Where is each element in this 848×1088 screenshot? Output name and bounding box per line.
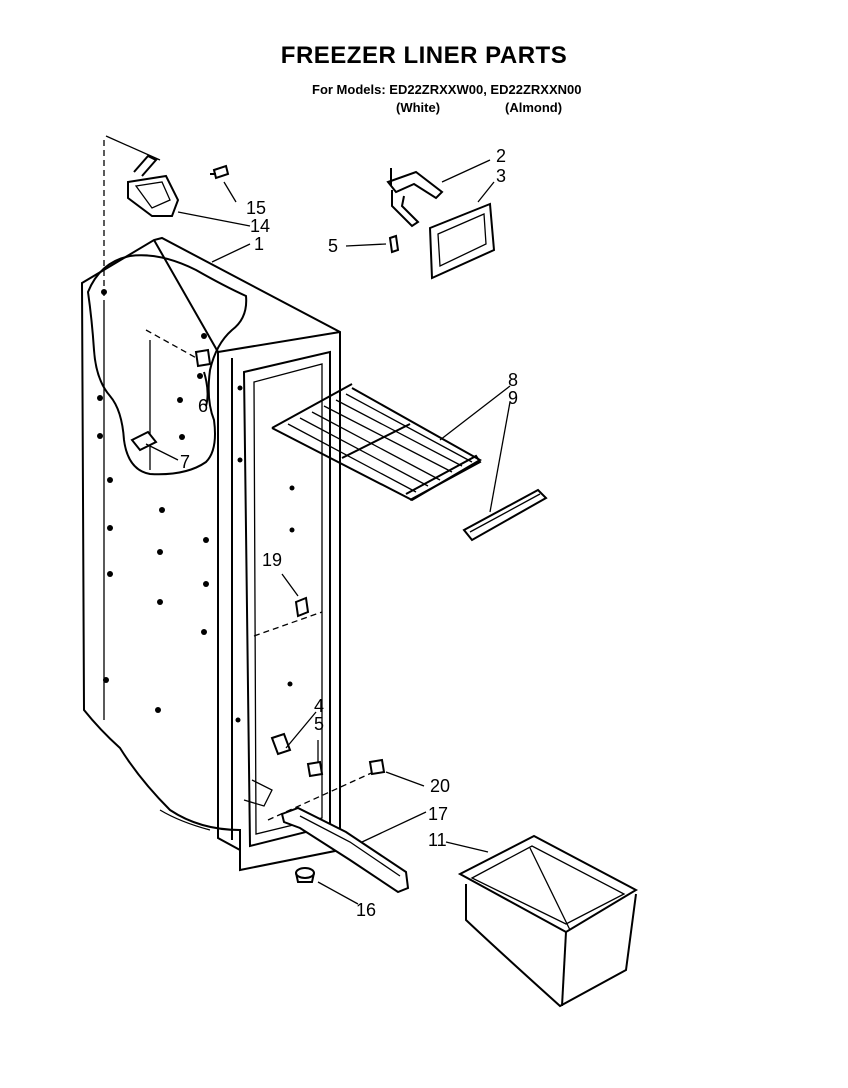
screw-part-15 (210, 164, 230, 180)
callout-4: 4 (314, 696, 324, 716)
screw-part-5-top (388, 234, 400, 254)
callout-19: 19 (262, 550, 282, 570)
callout-8: 8 (508, 370, 518, 390)
variant-almond: (Almond) (505, 100, 563, 115)
callout-numbers: 1 2 3 4 5 5 6 7 8 9 11 14 15 16 17 19 20 (180, 146, 518, 920)
callout-14: 14 (250, 216, 270, 236)
callout-7: 7 (180, 452, 190, 472)
shelf-trim-part-9 (462, 488, 548, 542)
callout-6: 6 (198, 396, 208, 416)
shelf-bracket-part-2 (386, 168, 444, 228)
rail-part-17 (280, 806, 410, 894)
screw-part-5-lower (306, 760, 324, 778)
callout-leaders (145, 159, 511, 905)
variant-white: (White) (396, 100, 441, 115)
callout-16: 16 (356, 900, 376, 920)
models-line: For Models: ED22ZRXXW00, ED22ZRXXN00 (312, 82, 582, 97)
wire-shelf-part-8 (271, 383, 483, 502)
clip-part-6 (194, 348, 212, 407)
sensor-part-19 (294, 596, 310, 618)
clip-part-7 (130, 430, 158, 452)
callout-15: 15 (246, 198, 266, 218)
freezer-bin-part-11 (457, 834, 639, 1008)
callout-5-lower: 5 (314, 714, 324, 734)
callout-1: 1 (254, 234, 264, 254)
screw-part-20 (368, 758, 386, 776)
callout-3: 3 (496, 166, 506, 186)
callout-20: 20 (430, 776, 450, 796)
bracket-part-4 (270, 732, 292, 756)
callout-2: 2 (496, 146, 506, 166)
callout-9: 9 (508, 388, 518, 408)
foot-part-16 (295, 867, 315, 883)
page-title: FREEZER LINER PARTS (280, 42, 568, 69)
bracket-part-14 (127, 154, 180, 217)
callout-17: 17 (428, 804, 448, 824)
callout-5-top: 5 (328, 236, 338, 256)
frame-part-3 (428, 202, 496, 280)
callout-11: 11 (428, 830, 447, 850)
